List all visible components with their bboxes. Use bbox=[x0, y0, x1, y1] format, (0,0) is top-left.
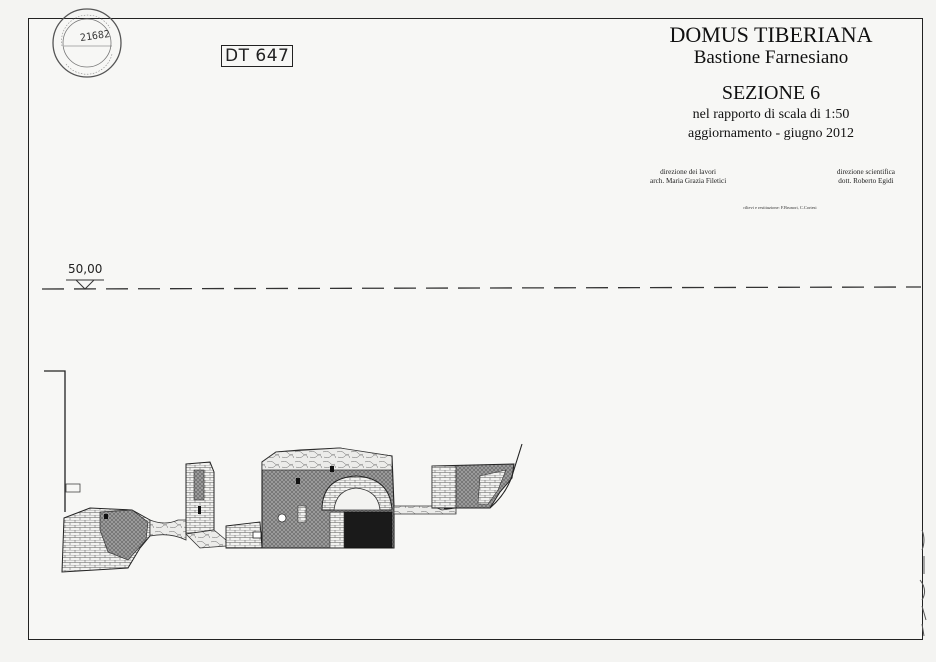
left-wall-outline bbox=[44, 370, 66, 512]
credit-role-scientific: direzione scientifica bbox=[836, 168, 895, 176]
credit-name-scientific: dott. Roberto Egidi bbox=[838, 177, 894, 185]
level-marker-icon bbox=[74, 279, 96, 290]
left-wall-niche bbox=[65, 483, 81, 493]
credits-left: direzione dei lavori arch. Maria Grazia … bbox=[650, 168, 726, 186]
credits-block: direzione dei lavori arch. Maria Grazia … bbox=[650, 168, 895, 186]
masonry-left-core bbox=[99, 509, 149, 561]
title-subtitle: Bastione Farnesiano bbox=[693, 47, 849, 68]
credit-role-works: direzione dei lavori bbox=[660, 168, 717, 176]
archive-stamp-seal bbox=[52, 8, 122, 78]
update-date: aggiornamento - giugno 2012 bbox=[687, 126, 855, 141]
survey-note: rilievi e restituzione: F.Brunori, C.Cor… bbox=[743, 205, 817, 210]
level-label: 50,00 bbox=[68, 262, 103, 276]
credits-right: direzione scientifica dott. Roberto Egid… bbox=[837, 168, 895, 186]
title-main: DOMUS TIBERIANA bbox=[669, 22, 873, 47]
handwritten-margin-note bbox=[919, 529, 927, 637]
credit-name-works: arch. Maria Grazia Filetici bbox=[650, 177, 727, 185]
masonry-dark-fill bbox=[343, 511, 393, 549]
terrain-profile-right bbox=[489, 443, 523, 509]
scale-text: nel rapporto di scala di 1:50 bbox=[692, 107, 850, 122]
drawing-code-box: DT 647 bbox=[221, 45, 294, 67]
section-title: SEZIONE 6 bbox=[721, 82, 821, 104]
central-top-stones bbox=[261, 447, 393, 471]
ground-profile-1 bbox=[149, 519, 187, 541]
reference-level-line bbox=[41, 286, 922, 290]
title-block: DOMUS TIBERIANA Bastione Farnesiano SEZI… bbox=[640, 22, 902, 143]
